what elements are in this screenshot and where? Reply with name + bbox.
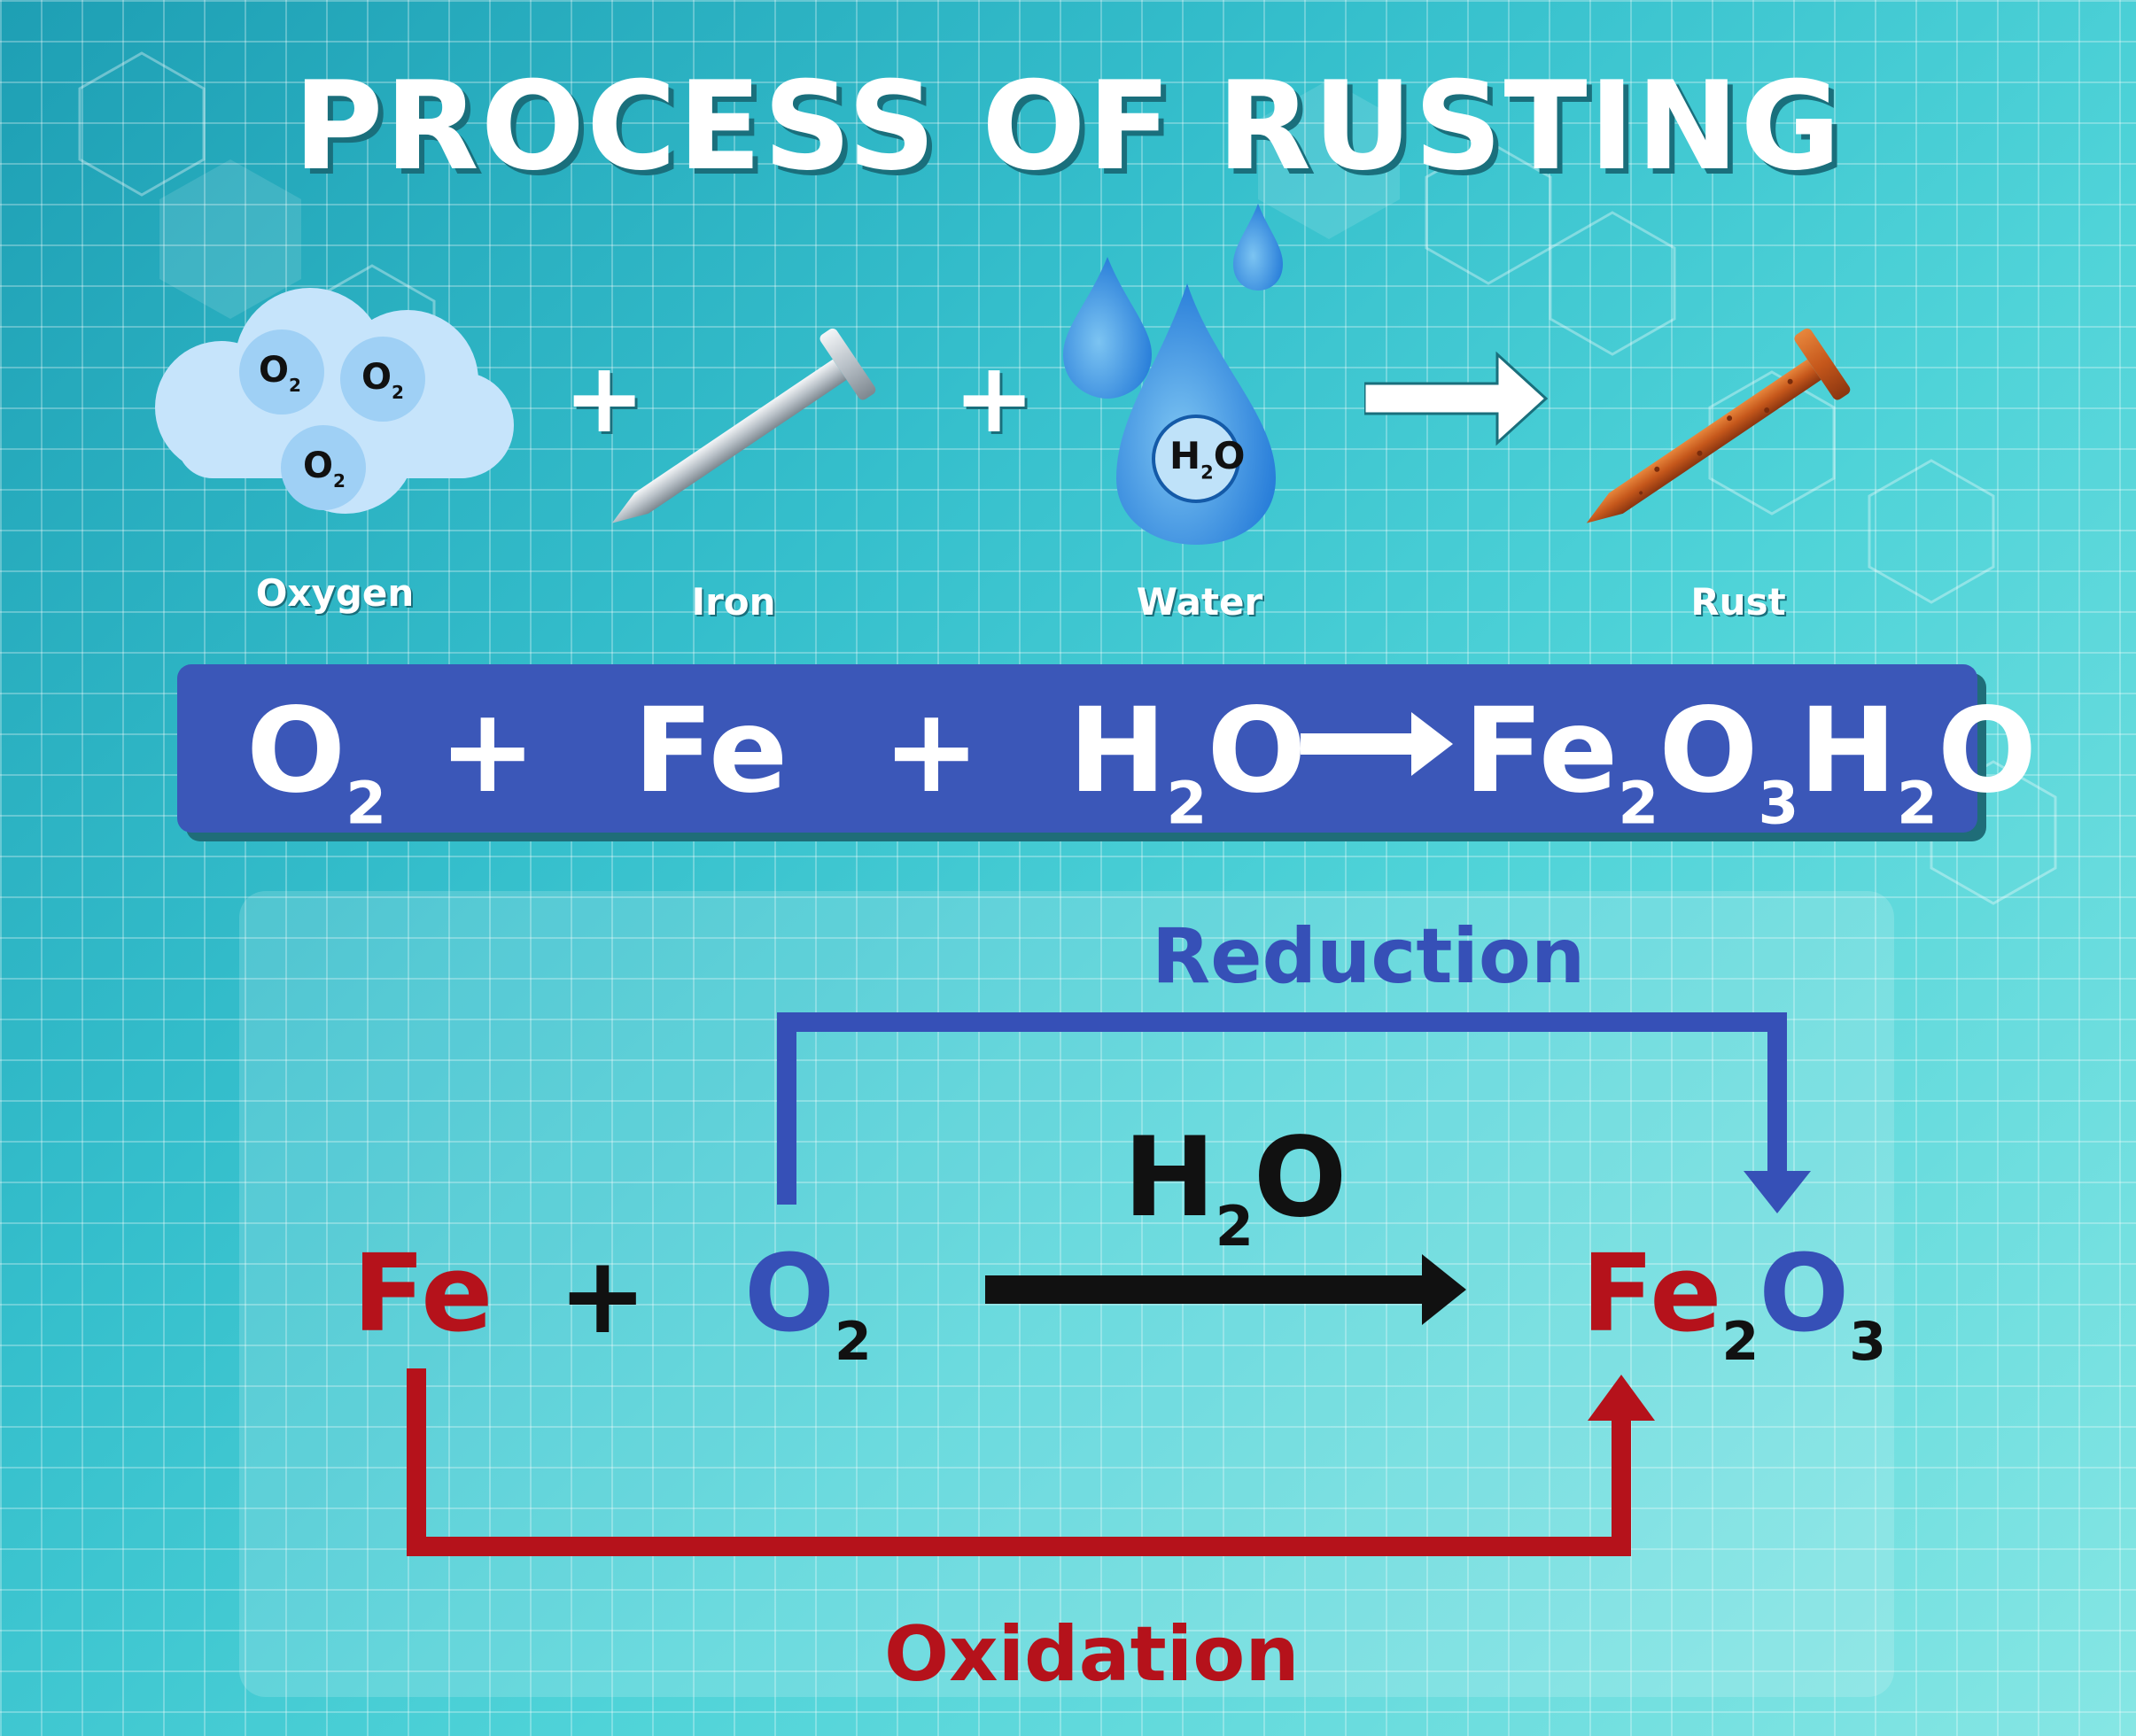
yields-arrow-icon: [1364, 351, 1549, 446]
reduction-arrow: [777, 1012, 1787, 1205]
iron-label: Iron: [691, 580, 776, 624]
equation-plus-1: +: [439, 683, 537, 819]
catalyst-water: H2O: [1123, 1114, 1348, 1259]
redox-oxygen: O2: [744, 1233, 872, 1373]
equation-bar: [177, 664, 1977, 833]
plus-sign-2: +: [953, 341, 1036, 454]
equation-iron: Fe: [633, 683, 788, 819]
oxygen-cloud-icon: [155, 288, 514, 514]
page-title: PROCESS OF RUSTING: [293, 55, 1843, 198]
oxygen-molecule-2: O2: [361, 357, 404, 403]
equation-oxygen: O2: [246, 683, 387, 838]
reduction-label: Reduction: [1152, 912, 1586, 1001]
oxidation-arrow: [407, 1368, 1631, 1556]
reaction-arrowhead: [1422, 1254, 1466, 1325]
equation-water: H2O: [1068, 683, 1307, 838]
oxidation-label: Oxidation: [884, 1610, 1300, 1699]
reaction-arrow-shaft: [985, 1275, 1428, 1304]
equation-product: Fe2O3H2O: [1464, 683, 2038, 838]
redox-product-iron-oxide: Fe2O3: [1581, 1233, 1887, 1373]
reduction-arrowhead: [1744, 1171, 1811, 1213]
oxygen-molecule-3: O2: [303, 446, 346, 492]
iron-nail-icon: [611, 328, 876, 523]
water-drop-icon: [1063, 204, 1283, 545]
redox-plus: +: [558, 1235, 648, 1358]
oxygen-label: Oxygen: [255, 571, 415, 615]
equation-plus-2: +: [882, 683, 981, 819]
oxidation-arrowhead: [1588, 1375, 1655, 1421]
equation-arrow-icon: [1301, 712, 1453, 776]
water-label: Water: [1136, 580, 1263, 624]
oxygen-molecule-1: O2: [259, 350, 301, 396]
plus-sign-1: +: [563, 341, 646, 454]
redox-iron: Fe: [353, 1233, 493, 1356]
rust-label: Rust: [1690, 580, 1786, 624]
water-molecule: H2O: [1169, 434, 1246, 484]
rusty-nail-icon: [1586, 328, 1851, 523]
